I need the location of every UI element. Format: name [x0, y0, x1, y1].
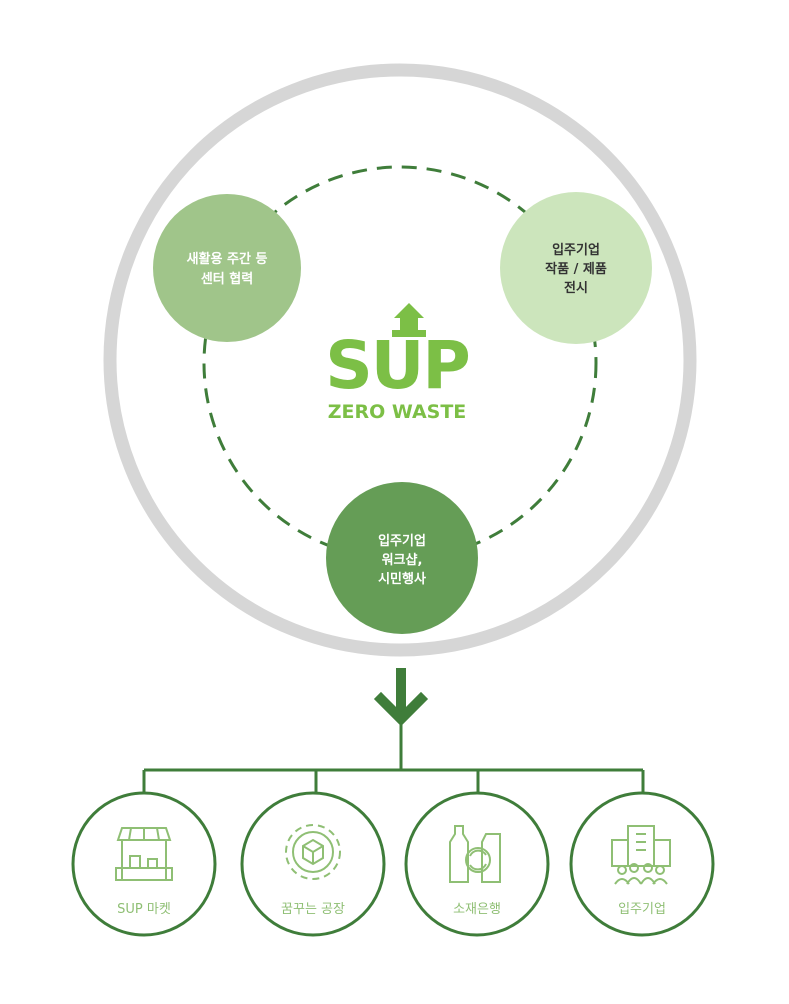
- logo-brand: SUP: [325, 327, 469, 404]
- output-companies: 입주기업: [569, 791, 715, 937]
- node-exhibition-line-1: 입주기업: [552, 243, 600, 258]
- down-arrow-icon: [373, 668, 429, 727]
- node-recycling-circle: [153, 194, 301, 342]
- output-factory: 꿈꾸는 공장: [240, 791, 386, 937]
- logo-tagline: ZERO WASTE: [328, 401, 467, 423]
- output-factory-label: 꿈꾸는 공장: [281, 902, 345, 917]
- market-stall-icon: [115, 827, 173, 881]
- recycle-bottles-icon: [449, 825, 501, 883]
- output-companies-label: 입주기업: [618, 902, 666, 917]
- sup-logo: SUP ZERO WASTE: [325, 303, 471, 423]
- output-companies-circle: [569, 791, 715, 937]
- node-exhibition-line-2: 작품 / 제품: [545, 261, 607, 277]
- output-market: SUP 마켓: [71, 791, 217, 937]
- output-bank: 소재은행: [404, 791, 550, 937]
- node-workshop-line-1: 입주기업: [378, 534, 426, 549]
- node-exhibition-line-3: 전시: [564, 280, 588, 296]
- node-recycling-line-2: 센터 협력: [201, 271, 253, 287]
- node-recycling: 새활용 주간 등 센터 협력: [153, 194, 301, 342]
- outer-ring: [103, 63, 697, 657]
- output-market-circle: [71, 791, 217, 937]
- node-workshop-line-2: 워크샵,: [382, 553, 423, 568]
- building-people-icon: [611, 825, 671, 885]
- logo-up-arrow-icon: [392, 303, 426, 337]
- output-bank-circle: [404, 791, 550, 937]
- node-workshop: 입주기업 워크샵, 시민행사: [326, 482, 478, 634]
- output-bank-label: 소재은행: [453, 901, 501, 917]
- node-exhibition-circle: [500, 192, 652, 344]
- node-exhibition: 입주기업 작품 / 제품 전시: [500, 192, 652, 344]
- node-workshop-line-3: 시민행사: [378, 571, 426, 587]
- gear-box-icon: [285, 824, 341, 880]
- connector-tree: [142, 722, 645, 793]
- node-workshop-circle: [326, 482, 478, 634]
- node-recycling-line-1: 새활용 주간 등: [187, 251, 268, 267]
- output-market-label: SUP 마켓: [117, 902, 171, 917]
